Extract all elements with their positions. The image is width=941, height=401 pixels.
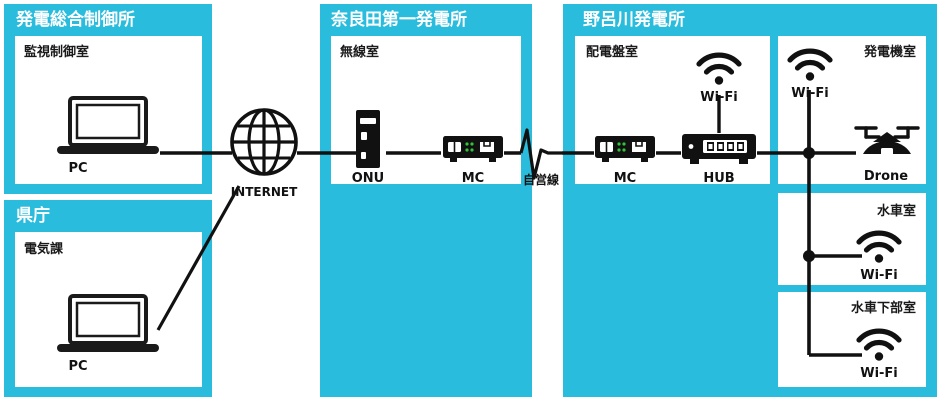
media-converter-icon-narada (443, 136, 503, 162)
device-label-hub: HUB (703, 171, 735, 186)
room-title-monitoring-control-room: 監視制御室 (24, 45, 90, 60)
laptop-icon-electrical-division (57, 294, 159, 352)
panel-title-norogawa-power-plant: 野呂川発電所 (583, 10, 685, 30)
device-label-drone: Drone (863, 169, 909, 184)
room-title-generator-room: 発電機室 (863, 45, 916, 60)
room-title-turbine-lower-room: 水車下部室 (850, 301, 916, 316)
device-label-wifi-switchboard-room: Wi-Fi (700, 90, 738, 105)
device-label-mc-norogawa: MC (613, 171, 637, 186)
laptop-icon-control-room (57, 96, 159, 154)
room-title-switchboard-room: 配電盤室 (586, 45, 639, 60)
panel-title-power-control-center: 発電総合制御所 (16, 10, 135, 30)
device-label-wifi-turbine-room: Wi-Fi (860, 268, 898, 283)
link-label-internet: INTERNET (230, 185, 298, 199)
device-label-mc-narada: MC (461, 171, 485, 186)
link-label-private-line: 自営線 (522, 173, 559, 187)
room-title-radio-room: 無線室 (340, 45, 380, 60)
drone-icon (854, 126, 920, 155)
room-title-electrical-division: 電気課 (24, 242, 64, 257)
device-label-pc-control-room: PC (68, 161, 88, 176)
media-converter-icon-norogawa (595, 136, 655, 162)
room-title-turbine-room: 水車室 (876, 204, 916, 219)
hub-icon (682, 134, 756, 164)
globe-icon (230, 108, 298, 176)
device-label-onu: ONU (351, 171, 385, 186)
device-label-pc-electrical-division: PC (68, 359, 88, 374)
device-label-wifi-generator-room: Wi-Fi (791, 86, 829, 101)
panel-title-prefectural-office: 県庁 (16, 206, 50, 226)
panel-title-narada-first-power-plant: 奈良田第一発電所 (331, 10, 467, 30)
onu-icon (356, 110, 380, 168)
room-turbine-room (778, 193, 926, 285)
device-label-wifi-turbine-lower-room: Wi-Fi (860, 366, 898, 381)
wifi-icon-switchboard-room (696, 52, 742, 85)
wifi-icon-turbine-room (856, 230, 902, 263)
wifi-icon-generator-room (787, 48, 833, 81)
wifi-icon-turbine-lower-room (856, 328, 902, 361)
room-generator-room (778, 36, 926, 184)
